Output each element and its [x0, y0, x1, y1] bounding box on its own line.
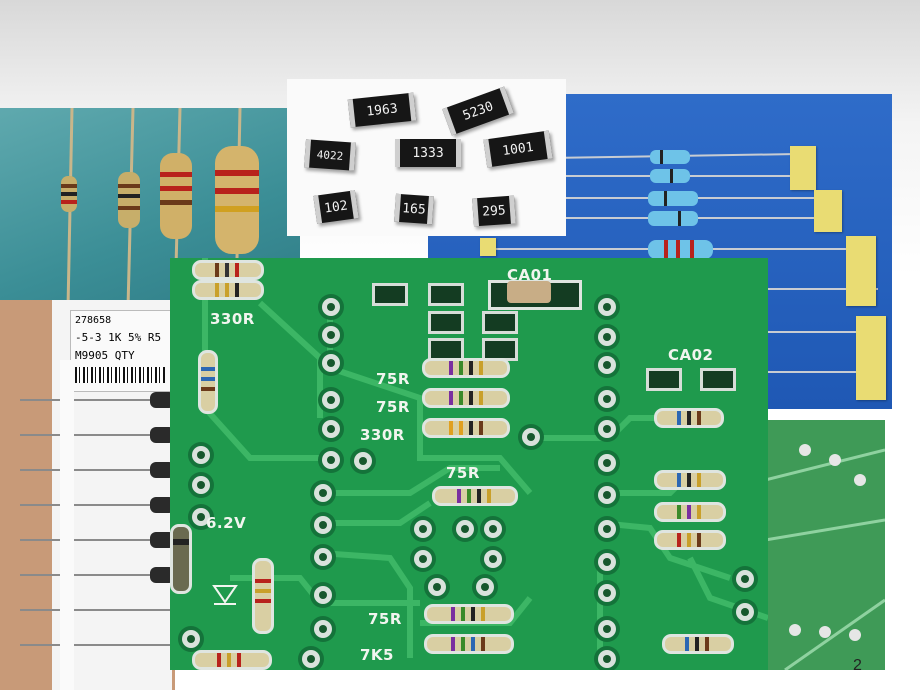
via-pad	[182, 630, 200, 648]
photo-bare-pcb	[765, 420, 885, 670]
via-pad	[456, 520, 474, 538]
via-pad	[736, 603, 754, 621]
smd-chip: 295	[472, 195, 516, 227]
smd-pad	[700, 368, 736, 391]
resistor	[424, 634, 514, 654]
photo-smd-resistors: 1963 5230 4022 1333 1001 102 165 295	[287, 79, 566, 236]
label-75r-b: 75R	[376, 398, 410, 416]
tape-strip	[814, 190, 842, 232]
via-pad	[314, 548, 332, 566]
via-pad	[302, 650, 320, 668]
via-pad	[598, 298, 616, 316]
label-ca01: CA01	[507, 266, 553, 284]
tape-strip	[480, 238, 496, 256]
via-pad	[192, 476, 210, 494]
via-pad	[428, 578, 446, 596]
resistor	[424, 604, 514, 624]
via-pad	[598, 520, 616, 538]
via-pad	[354, 452, 372, 470]
label-330r-mid: 330R	[360, 426, 405, 444]
via-pad	[598, 420, 616, 438]
photo-populated-pcb: CA01 CA02 330R 75R 75R 330R 75R 6.2V 75R…	[170, 258, 768, 670]
via-pad	[192, 446, 210, 464]
via-pad	[476, 578, 494, 596]
tape-strip	[790, 146, 816, 190]
tape-strip	[856, 316, 886, 400]
via-pad	[598, 486, 616, 504]
smd-chip: 4022	[304, 139, 356, 171]
axial-resistors-graphic	[61, 108, 259, 308]
resistor	[198, 350, 218, 414]
via-pad	[484, 550, 502, 568]
via-pad	[322, 420, 340, 438]
via-pad	[598, 390, 616, 408]
resistor	[654, 530, 726, 550]
resistor	[252, 558, 274, 634]
resistor	[654, 502, 726, 522]
label-75r-bottom: 75R	[368, 610, 402, 628]
via-pad	[322, 298, 340, 316]
via-pad	[598, 328, 616, 346]
via-pad	[314, 586, 332, 604]
capacitor-ca01	[488, 280, 582, 310]
resistor	[422, 358, 510, 378]
resistor	[422, 388, 510, 408]
smd-chip: 5230	[442, 86, 514, 136]
via-pad	[598, 650, 616, 668]
resistor	[192, 260, 264, 280]
via-pad	[598, 454, 616, 472]
via-pad	[414, 520, 432, 538]
smd-chip: 1963	[347, 92, 417, 128]
page-number: 2	[853, 657, 862, 674]
tape-strip	[846, 236, 876, 306]
via-pad	[322, 451, 340, 469]
smd-pad	[372, 283, 408, 306]
via-pad	[322, 391, 340, 409]
via-pad	[598, 584, 616, 602]
label-75r-a: 75R	[376, 370, 410, 388]
resistor	[192, 280, 264, 300]
via-pad	[598, 620, 616, 638]
via-pad	[598, 356, 616, 374]
resistor	[662, 634, 734, 654]
resistor	[432, 486, 518, 506]
via-pad	[522, 428, 540, 446]
smd-chip: 102	[313, 190, 359, 224]
photo-resistor-reel: 278658 -5-3 1K 5% R5 M9905 QTY	[0, 300, 175, 690]
smd-chip: 165	[394, 193, 434, 225]
label-75r-center: 75R	[446, 464, 480, 482]
via-pad	[314, 516, 332, 534]
label-330r-top: 330R	[210, 310, 255, 328]
zener-diode	[170, 524, 192, 594]
label-6.2v: 6.2V	[206, 514, 247, 532]
smd-chip: 1001	[483, 130, 553, 168]
via-pad	[736, 570, 754, 588]
via-pad	[598, 553, 616, 571]
via-pad	[322, 354, 340, 372]
label-7k5: 7K5	[360, 646, 394, 664]
resistor	[192, 650, 272, 670]
via-pad	[414, 550, 432, 568]
bare-pcb-graphic	[765, 444, 885, 670]
smd-chip: 1333	[395, 139, 461, 167]
via-pad	[322, 326, 340, 344]
via-pad	[192, 508, 210, 526]
smd-pad	[646, 368, 682, 391]
smd-pad	[428, 311, 464, 334]
resistor	[654, 470, 726, 490]
smd-pad	[482, 311, 518, 334]
resistor	[654, 408, 724, 428]
reel-label: 278658 -5-3 1K 5% R5 M9905 QTY	[70, 310, 172, 392]
smd-pad	[428, 283, 464, 306]
photo-axial-resistors	[0, 108, 300, 308]
via-pad	[314, 620, 332, 638]
via-pad	[484, 520, 502, 538]
reel-resistors-graphic	[20, 360, 175, 690]
via-pad	[314, 484, 332, 502]
label-ca02: CA02	[668, 346, 714, 364]
resistor	[422, 418, 510, 438]
diode-symbol-icon	[212, 585, 238, 605]
